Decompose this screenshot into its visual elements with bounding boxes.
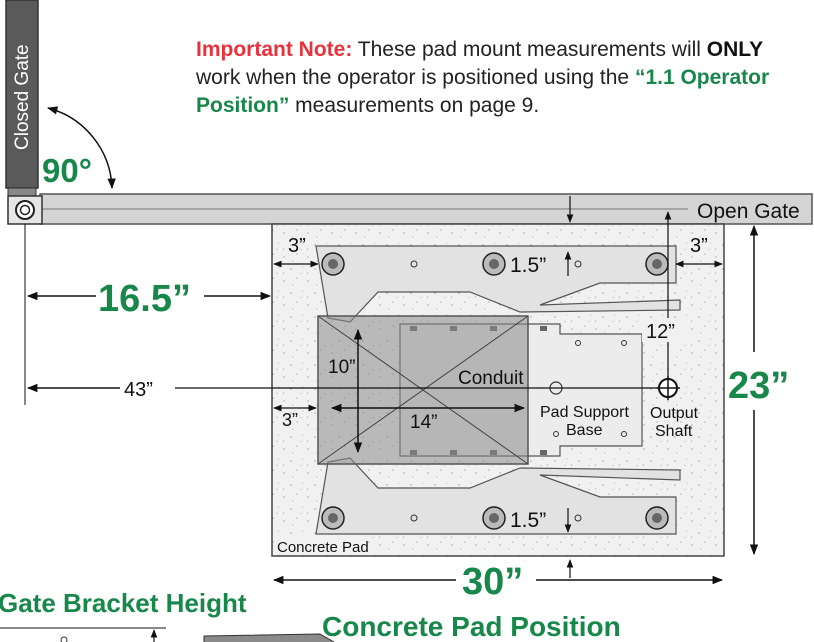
conduit-inset-label: 3” [282, 410, 298, 430]
bottom-gap-label: 1.5” [510, 509, 546, 532]
bracket-fragment [203, 633, 335, 642]
pad-support-base-label-2: Base [566, 422, 603, 439]
right-margin-label: 3” [690, 235, 708, 257]
conduit-width-label: 14” [410, 412, 437, 433]
top-gap-label: 1.5” [510, 254, 546, 277]
bolt-icon [645, 252, 669, 276]
open-gate-label: Open Gate [697, 200, 800, 223]
hole-icon [574, 514, 582, 522]
closed-gate-label: Closed Gate [12, 44, 33, 150]
hole-icon [410, 260, 418, 268]
hole-icon [410, 514, 418, 522]
note-text-1: These pad mount measurements will [352, 38, 707, 61]
bolt-icon [321, 506, 345, 530]
bolt-icon [321, 252, 345, 276]
note-text-3: measurements on page 9. [289, 94, 540, 117]
conduit-cross [317, 315, 529, 465]
output-shaft-label-1: Output [650, 405, 699, 422]
bolt-icon [645, 506, 669, 530]
open-gate-label-bg [688, 196, 810, 222]
note-label: Important Note: [196, 38, 353, 61]
conduit-height-label: 10” [328, 357, 355, 378]
concrete-pad-label-bg [274, 536, 368, 554]
pad-depth-label: 23” [728, 365, 789, 407]
hole-icon [621, 431, 627, 437]
conduit-label: Conduit [458, 368, 524, 389]
bolt-icon [482, 506, 506, 530]
setback-label: 16.5” [98, 278, 191, 320]
hole-icon [574, 260, 582, 268]
output-shaft-label-2: Shaft [655, 423, 693, 440]
important-note: Important Note: These pad mount measurem… [196, 36, 796, 120]
shaft-offset-label: 12” [646, 321, 675, 343]
hole-icon [621, 340, 627, 346]
closed-gate-post [5, 0, 39, 189]
bolt-icon [482, 252, 506, 276]
pad-support-base-label-1: Pad Support [540, 404, 630, 421]
angle-label: 90° [42, 152, 92, 189]
hole-icon [575, 340, 581, 346]
to-shaft-label: 43” [124, 379, 153, 401]
pad-width-label: 30” [462, 561, 523, 603]
note-position-ref: “1.1 Operator Position” [196, 66, 770, 117]
concrete-pad-label: Concrete Pad [277, 539, 369, 556]
gate-bracket-height-heading: Gate Bracket Height [0, 588, 247, 618]
note-only: ONLY [706, 38, 764, 61]
hole-icon [553, 431, 559, 437]
hinge-icon [15, 200, 35, 220]
note-text-2: work when the operator is positioned usi… [196, 66, 635, 89]
concrete-pad-position-heading: Concrete Pad Position [322, 611, 621, 642]
angle-arc [46, 106, 116, 190]
left-margin-label: 3” [288, 235, 306, 257]
